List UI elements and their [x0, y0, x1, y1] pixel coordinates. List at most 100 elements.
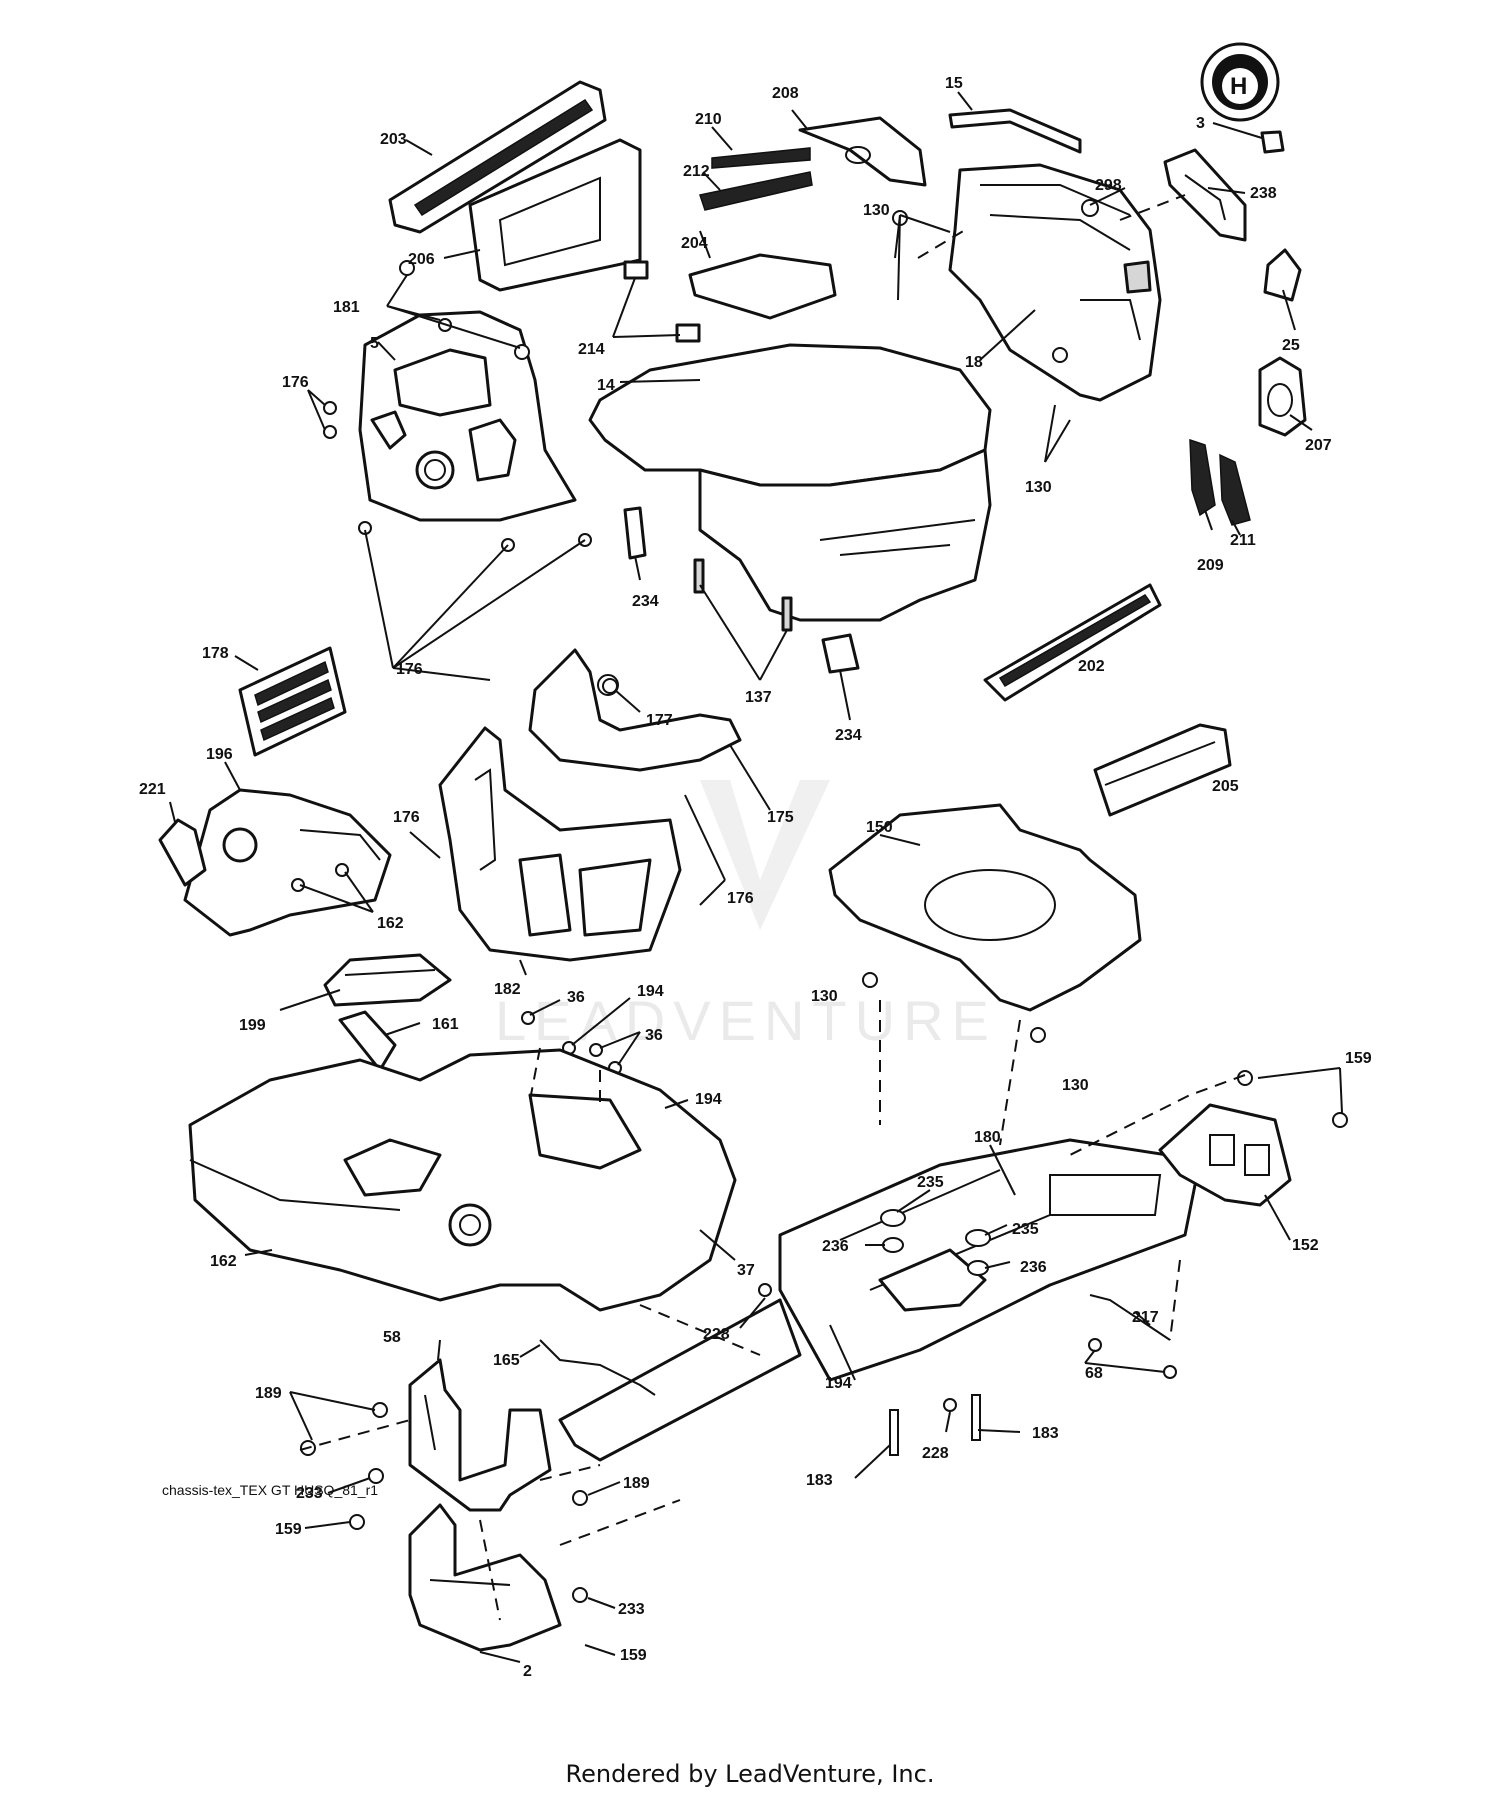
- label-204: 204: [681, 235, 708, 252]
- part-203-grille[interactable]: [388, 80, 607, 234]
- label-208: 208: [772, 85, 799, 102]
- part-233-screw-b[interactable]: [572, 1587, 588, 1603]
- part-234-clip-a[interactable]: [623, 506, 647, 560]
- part-238-panel[interactable]: [1163, 148, 1247, 242]
- part-217-rod[interactable]: [1089, 1294, 1171, 1341]
- part-189-screw-c[interactable]: [572, 1490, 588, 1506]
- label-182: 182: [494, 981, 521, 998]
- part-175-bracket[interactable]: [528, 648, 742, 772]
- label-210: 210: [695, 111, 722, 128]
- label-5: 5: [370, 335, 379, 352]
- label-211: 211: [1230, 532, 1256, 549]
- label-214: 214: [578, 341, 605, 358]
- part-221-decal[interactable]: [158, 818, 207, 887]
- part-205-cover[interactable]: [1093, 723, 1232, 817]
- part-3-badge[interactable]: [1260, 130, 1285, 154]
- label-18: 18: [965, 354, 983, 371]
- label-15: 15: [945, 75, 963, 92]
- label-14: 14: [597, 377, 615, 394]
- label-162-upper: 162: [377, 915, 404, 932]
- diagram-code: chassis-tex_TEX GT HUSQ_81_r1: [162, 1482, 379, 1498]
- label-238: 238: [1250, 185, 1277, 202]
- part-68-bolt-b[interactable]: [1163, 1365, 1177, 1379]
- part-207-headlight[interactable]: [1258, 356, 1307, 437]
- part-214-clip-a[interactable]: [623, 260, 649, 280]
- part-178-vent-plate[interactable]: [238, 646, 347, 757]
- label-68: 68: [1085, 1365, 1103, 1382]
- part-234-clip-b[interactable]: [821, 633, 860, 674]
- part-228-screw-b[interactable]: [943, 1398, 957, 1412]
- label-159-left: 159: [275, 1521, 302, 1538]
- part-206-bracket[interactable]: [468, 138, 642, 292]
- label-234-right: 234: [835, 727, 862, 744]
- part-176-fastener-b[interactable]: [323, 425, 337, 439]
- label-152: 152: [1292, 1237, 1319, 1254]
- part-25-trim[interactable]: [1263, 248, 1302, 302]
- part-5-dash-panel[interactable]: [358, 310, 577, 522]
- part-211-grille[interactable]: [1219, 453, 1251, 526]
- part-209-grille[interactable]: [1189, 438, 1216, 517]
- label-202: 202: [1078, 658, 1105, 675]
- label-130-seat-left: 130: [811, 988, 838, 1005]
- part-162-bolt-b[interactable]: [291, 878, 305, 892]
- part-165-rod[interactable]: [539, 1339, 656, 1396]
- part-159-screw-c[interactable]: [349, 1514, 365, 1530]
- label-212: 212: [683, 163, 710, 180]
- part-233-screw-a[interactable]: [368, 1468, 384, 1484]
- part-228-screw-a[interactable]: [758, 1283, 772, 1297]
- part-130-screw-b[interactable]: [1030, 1027, 1046, 1043]
- part-212-grille[interactable]: [699, 171, 813, 211]
- part-150-seat-pan[interactable]: [828, 803, 1142, 1012]
- part-180-frame[interactable]: [558, 1138, 1202, 1462]
- label-189-right: 189: [623, 1475, 650, 1492]
- part-183-bolt-a[interactable]: [889, 1409, 899, 1456]
- part-202-grille-bar[interactable]: [983, 583, 1162, 702]
- label-176-left: 176: [393, 809, 420, 826]
- label-178: 178: [202, 645, 229, 662]
- label-206: 206: [408, 251, 435, 268]
- label-194-mid: 194: [695, 1091, 722, 1108]
- part-161-trim[interactable]: [338, 1010, 397, 1072]
- label-298: 298: [1095, 177, 1122, 194]
- label-234-left: 234: [632, 593, 659, 610]
- label-205: 205: [1212, 778, 1239, 795]
- part-208-bracket[interactable]: [798, 116, 927, 187]
- label-176-mid: 176: [396, 661, 423, 678]
- assembly-lines: [299, 194, 1246, 1621]
- part-210-grille[interactable]: [711, 147, 811, 169]
- part-236-bushing-a[interactable]: [882, 1237, 904, 1253]
- part-235-bushing-b[interactable]: [965, 1229, 991, 1247]
- part-137-strip-b[interactable]: [781, 596, 793, 632]
- part-36-screw-b[interactable]: [589, 1043, 603, 1057]
- label-176-right: 176: [727, 890, 754, 907]
- part-58-bracket[interactable]: [408, 1358, 552, 1512]
- part-182-lower-dash[interactable]: [438, 726, 682, 962]
- part-235-bushing-a[interactable]: [880, 1209, 906, 1227]
- label-236-left: 236: [822, 1238, 849, 1255]
- label-217: 217: [1132, 1309, 1159, 1326]
- part-196-fender[interactable]: [183, 788, 392, 937]
- label-36-left: 36: [567, 989, 585, 1006]
- part-68-bolt-a[interactable]: [1088, 1338, 1102, 1352]
- part-214-clip-b[interactable]: [675, 323, 701, 343]
- part-37-footboard[interactable]: [188, 1048, 737, 1312]
- part-159-screw-a[interactable]: [1237, 1070, 1253, 1086]
- label-175: 175: [767, 809, 794, 826]
- part-176-fastener-a[interactable]: [323, 401, 337, 415]
- part-177-nut[interactable]: [602, 678, 618, 694]
- part-130-screw-a[interactable]: [862, 972, 878, 988]
- label-233-right: 233: [618, 1601, 645, 1618]
- part-137-strip-a[interactable]: [693, 558, 705, 594]
- part-204-cap[interactable]: [688, 253, 837, 320]
- part-152-rear-bracket[interactable]: [1158, 1103, 1292, 1207]
- part-130-screw-d[interactable]: [1052, 347, 1068, 363]
- part-2-bracket[interactable]: [408, 1503, 562, 1652]
- part-14-hood[interactable]: [588, 343, 992, 622]
- part-159-screw-b[interactable]: [1332, 1112, 1348, 1128]
- label-3: 3: [1196, 115, 1205, 132]
- label-130-right: 130: [1025, 479, 1052, 496]
- part-189-screw-a[interactable]: [372, 1402, 388, 1418]
- part-199-plate[interactable]: [323, 953, 452, 1007]
- part-15-strip[interactable]: [948, 108, 1082, 154]
- part-183-bolt-b[interactable]: [971, 1394, 981, 1441]
